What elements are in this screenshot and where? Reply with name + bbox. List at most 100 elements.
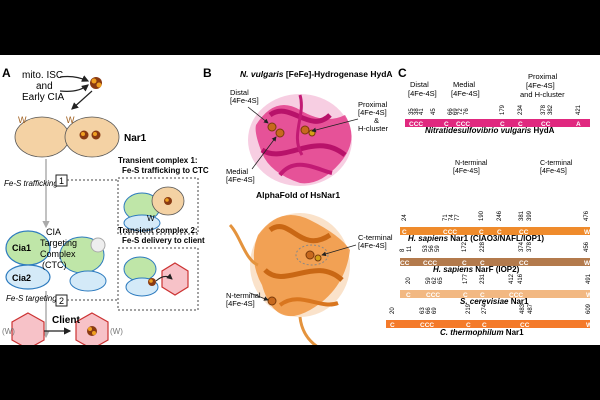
residue-number: 72 xyxy=(458,108,464,115)
header-c-terminal-sub: [4Fe-4S] xyxy=(540,168,567,175)
distal-label-sub: [4Fe-4S] xyxy=(230,96,259,105)
residue-number: 59 xyxy=(435,245,441,252)
header-proximal: Proximal xyxy=(528,72,558,81)
source-line-2: and xyxy=(36,81,53,92)
residue-mark: CC xyxy=(520,322,530,329)
sequence-bar xyxy=(400,227,590,235)
protein-name-rest: NarF (IOP2) xyxy=(473,265,520,274)
client-label: Client xyxy=(52,315,80,326)
residue-number: 76 xyxy=(464,108,470,115)
species-name: Nitratidesulfovibrio vulgaris xyxy=(425,126,532,135)
protein-name-rest: HydA xyxy=(531,126,554,135)
arrow-source-2 xyxy=(59,84,89,92)
panel-b-letter: B xyxy=(203,66,212,80)
distal-label: Distal xyxy=(230,88,249,97)
residue-number: 35 xyxy=(409,108,415,115)
protein-name-rest: Nar1 xyxy=(508,297,529,306)
client-protein xyxy=(11,312,109,345)
fes-cluster-icon xyxy=(79,130,101,140)
source-line-1: mito. ISC xyxy=(22,70,63,81)
residue-mark: W xyxy=(586,292,593,299)
residue-number: 20 xyxy=(390,307,396,314)
step-2-number: 2 xyxy=(59,296,64,306)
hcluster-label: H-cluster xyxy=(358,124,389,133)
residue-number: 476 xyxy=(584,210,590,221)
residue-number: 38 xyxy=(414,108,420,115)
residue-mark: CCC xyxy=(426,292,440,299)
residue-number: 20 xyxy=(406,277,412,284)
residue-number: 24 xyxy=(402,214,408,221)
residue-number: 11 xyxy=(407,245,413,252)
residue-number: 399 xyxy=(527,210,533,221)
residue-mark: CCC xyxy=(423,260,437,267)
tc1-box xyxy=(117,177,199,235)
hyda-structure-title: N. vulgaris [FeFe]-Hydrogenase HydA xyxy=(240,69,393,79)
hyda-structure xyxy=(248,94,352,186)
sequence-bar xyxy=(386,320,590,328)
proximal-label: Proximal xyxy=(358,100,388,109)
distal-pointer xyxy=(247,106,269,124)
residue-number: 378 xyxy=(541,104,547,115)
arrow-source-1 xyxy=(59,75,90,82)
residue-number: 62 xyxy=(432,277,438,284)
n-terminal-label: N-terminal xyxy=(226,291,261,300)
residue-mark: C xyxy=(497,229,502,236)
header-distal: Distal xyxy=(410,80,429,89)
residue-number: 41 xyxy=(419,108,425,115)
n-terminal-pointer xyxy=(249,292,269,301)
sequence-bar xyxy=(400,258,590,266)
residue-mark: CC xyxy=(519,260,529,267)
residue-mark: CCC xyxy=(420,322,434,329)
residue-mark: CC xyxy=(541,121,551,128)
panel-c: C Distal [4Fe-4S] Medial [4Fe-4S] Proxim… xyxy=(386,66,593,337)
tc2-box xyxy=(117,247,199,311)
ctc-line-1: CIA xyxy=(46,227,61,237)
protein-name: C. thermophilum Nar1 xyxy=(440,328,524,337)
n-terminal-label-sub: [4Fe-4S] xyxy=(226,299,255,308)
figure: A mito. ISC and Early CIA W W Nar1 Fe-S … xyxy=(0,55,600,345)
residue-mark: CCC xyxy=(443,229,457,236)
residue-mark: C xyxy=(402,229,407,236)
residue-number: 487 xyxy=(528,303,534,314)
residue-number: 246 xyxy=(497,210,503,221)
residue-number: 179 xyxy=(500,104,506,115)
residue-number: 77 xyxy=(455,214,461,221)
residue-number: 65 xyxy=(438,277,444,284)
residue-number: 59 xyxy=(426,277,432,284)
protein-name-rest: Nar1 xyxy=(504,328,525,337)
residue-number: 421 xyxy=(576,104,582,115)
header-distal-sub: [4Fe-4S] xyxy=(408,89,437,98)
residue-number: 274 xyxy=(482,303,488,314)
residue-number: 382 xyxy=(548,104,554,115)
sequence-bar xyxy=(400,290,590,298)
header-c-terminal: C-terminal xyxy=(540,160,573,167)
species-name: S. cerevisiae xyxy=(460,297,509,306)
residue-mark: C xyxy=(462,260,467,267)
residue-mark: C xyxy=(466,322,471,329)
w-label: W xyxy=(66,115,75,125)
c-terminal-label: C-terminal xyxy=(358,233,393,242)
hsnar1-structure xyxy=(228,213,350,345)
tc2-subtitle: Fe-S delivery to client xyxy=(122,236,205,245)
header-proximal-hcluster: and H-cluster xyxy=(520,90,565,99)
residue-number: 177 xyxy=(463,273,469,284)
ctc-line-3: Complex xyxy=(40,249,76,259)
fes-trafficking-label: Fe-S trafficking xyxy=(4,179,58,188)
residue-number: 416 xyxy=(518,273,524,284)
residue-number: 231 xyxy=(480,273,486,284)
residue-mark: C xyxy=(406,292,411,299)
residue-number: 456 xyxy=(584,241,590,252)
residue-mark: W xyxy=(584,229,591,236)
protein-name-rest: Nar1 (CIAO3/NAFL/IOP1) xyxy=(448,234,544,243)
residue-number: 412 xyxy=(509,273,515,284)
residue-number: 609 xyxy=(586,303,592,314)
residue-number: 56 xyxy=(429,245,435,252)
proximal-and: & xyxy=(374,116,379,125)
residue-mark: C xyxy=(479,229,484,236)
residue-number: 69 xyxy=(432,307,438,314)
residue-mark: C xyxy=(444,121,449,128)
medial-label: Medial xyxy=(226,167,248,176)
